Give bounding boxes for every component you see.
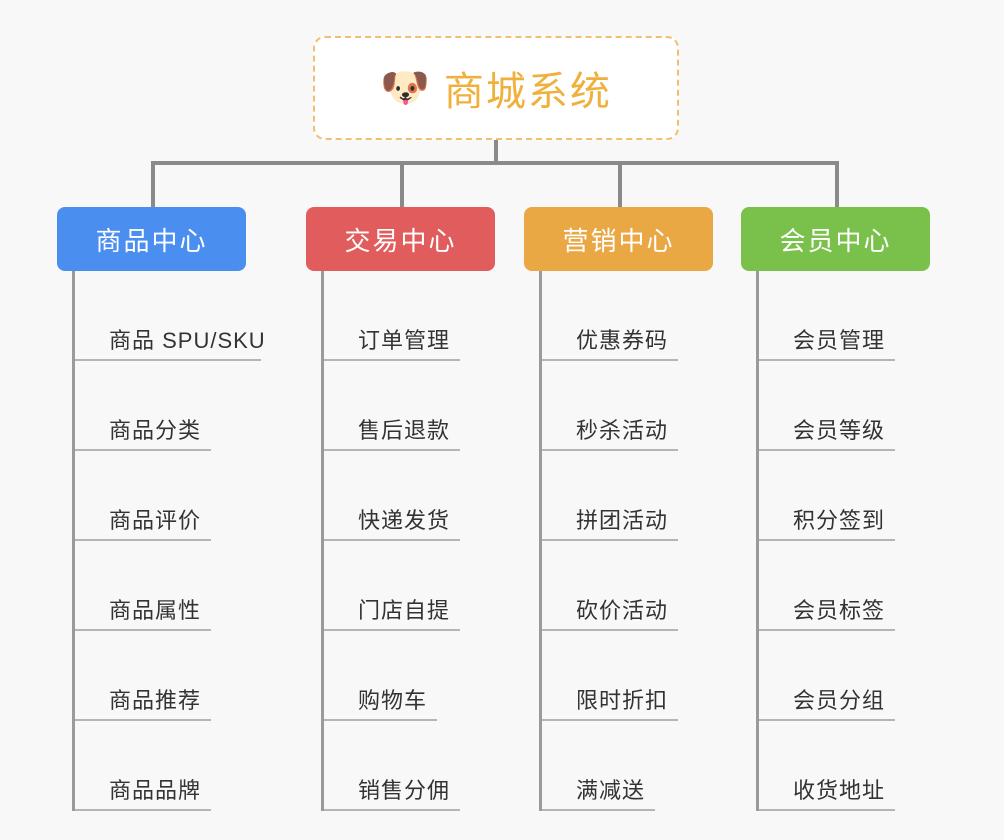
root-node-mall-system[interactable]: 🐶 商城系统 bbox=[313, 36, 679, 140]
leaf-item-label: 会员标签 bbox=[793, 598, 886, 623]
leaf-item-label: 拼团活动 bbox=[576, 508, 669, 533]
leaf-item-label: 会员等级 bbox=[793, 418, 886, 443]
leaf-item[interactable]: 会员管理 bbox=[759, 271, 930, 361]
leaf-item[interactable]: 商品分类 bbox=[75, 361, 266, 451]
leaf-item[interactable]: 销售分佣 bbox=[324, 721, 495, 811]
leaf-item-label: 商品分类 bbox=[109, 418, 202, 443]
category-box-product-center[interactable]: 商品中心 bbox=[57, 207, 246, 271]
leaf-underline bbox=[542, 629, 678, 631]
leaf-underline bbox=[542, 359, 678, 361]
column-marketing-center: 营销中心优惠券码秒杀活动拼团活动砍价活动限时折扣满减送 bbox=[524, 207, 713, 811]
leaf-underline bbox=[542, 809, 655, 811]
category-box-marketing-center[interactable]: 营销中心 bbox=[524, 207, 713, 271]
leaf-list-trade-center: 订单管理售后退款快递发货门店自提购物车销售分佣 bbox=[321, 271, 495, 811]
leaf-item[interactable]: 快递发货 bbox=[324, 451, 495, 541]
leaf-item[interactable]: 积分签到 bbox=[759, 451, 930, 541]
leaf-item[interactable]: 砍价活动 bbox=[542, 541, 713, 631]
leaf-item-label: 优惠券码 bbox=[576, 328, 669, 353]
leaf-underline bbox=[324, 539, 460, 541]
shiba-dog-face-icon: 🐶 bbox=[380, 66, 430, 110]
leaf-item-label: 商品 SPU/SKU bbox=[109, 328, 266, 353]
leaf-underline bbox=[324, 359, 460, 361]
leaf-underline bbox=[75, 359, 261, 361]
leaf-underline bbox=[759, 539, 895, 541]
leaf-item-label: 商品属性 bbox=[109, 598, 202, 623]
leaf-underline bbox=[759, 719, 895, 721]
leaf-item[interactable]: 限时折扣 bbox=[542, 631, 713, 721]
leaf-underline bbox=[759, 629, 895, 631]
column-member-center: 会员中心会员管理会员等级积分签到会员标签会员分组收货地址 bbox=[741, 207, 930, 811]
leaf-item-label: 销售分佣 bbox=[358, 778, 451, 803]
connector-root-stem bbox=[494, 140, 498, 163]
leaf-item-label: 购物车 bbox=[358, 688, 428, 713]
leaf-item-label: 商品评价 bbox=[109, 508, 202, 533]
leaf-list-member-center: 会员管理会员等级积分签到会员标签会员分组收货地址 bbox=[756, 271, 930, 811]
leaf-item-label: 快递发货 bbox=[358, 508, 451, 533]
leaf-item[interactable]: 商品 SPU/SKU bbox=[75, 271, 266, 361]
leaf-underline bbox=[542, 539, 678, 541]
leaf-item-label: 砍价活动 bbox=[576, 598, 669, 623]
leaf-item-label: 满减送 bbox=[576, 778, 646, 803]
leaf-underline bbox=[324, 629, 460, 631]
leaf-item[interactable]: 商品推荐 bbox=[75, 631, 266, 721]
category-title: 交易中心 bbox=[344, 225, 457, 256]
leaf-item[interactable]: 秒杀活动 bbox=[542, 361, 713, 451]
leaf-underline bbox=[324, 719, 437, 721]
leaf-item[interactable]: 优惠券码 bbox=[542, 271, 713, 361]
leaf-item[interactable]: 会员等级 bbox=[759, 361, 930, 451]
leaf-item[interactable]: 门店自提 bbox=[324, 541, 495, 631]
leaf-item[interactable]: 商品品牌 bbox=[75, 721, 266, 811]
leaf-item[interactable]: 满减送 bbox=[542, 721, 713, 811]
leaf-list-product-center: 商品 SPU/SKU 商品分类商品评价商品属性商品推荐商品品牌 bbox=[72, 271, 266, 811]
leaf-item[interactable]: 售后退款 bbox=[324, 361, 495, 451]
connector-drop-3 bbox=[618, 161, 622, 209]
leaf-underline bbox=[75, 449, 211, 451]
leaf-item-label: 商品品牌 bbox=[109, 778, 202, 803]
leaf-item-label: 门店自提 bbox=[358, 598, 451, 623]
leaf-item[interactable]: 商品属性 bbox=[75, 541, 266, 631]
connector-drop-2 bbox=[400, 161, 404, 209]
leaf-underline bbox=[759, 449, 895, 451]
category-box-member-center[interactable]: 会员中心 bbox=[741, 207, 930, 271]
leaf-item[interactable]: 购物车 bbox=[324, 631, 495, 721]
leaf-underline bbox=[324, 449, 460, 451]
leaf-item-label: 秒杀活动 bbox=[576, 418, 669, 443]
leaf-item[interactable]: 收货地址 bbox=[759, 721, 930, 811]
leaf-item[interactable]: 会员标签 bbox=[759, 541, 930, 631]
column-product-center: 商品中心商品 SPU/SKU 商品分类商品评价商品属性商品推荐商品品牌 bbox=[57, 207, 266, 811]
leaf-item-label: 限时折扣 bbox=[576, 688, 669, 713]
leaf-underline bbox=[542, 449, 678, 451]
connector-horizontal-bus bbox=[151, 161, 839, 165]
root-node-title: 商城系统 bbox=[443, 70, 612, 114]
leaf-item[interactable]: 拼团活动 bbox=[542, 451, 713, 541]
leaf-item[interactable]: 商品评价 bbox=[75, 451, 266, 541]
leaf-item-label: 订单管理 bbox=[358, 328, 451, 353]
leaf-underline bbox=[75, 629, 211, 631]
leaf-item-label: 积分签到 bbox=[793, 508, 886, 533]
leaf-item[interactable]: 订单管理 bbox=[324, 271, 495, 361]
leaf-item-label: 售后退款 bbox=[358, 418, 451, 443]
leaf-underline bbox=[542, 719, 678, 721]
leaf-underline bbox=[759, 809, 895, 811]
leaf-underline bbox=[75, 809, 211, 811]
leaf-underline bbox=[75, 719, 211, 721]
connector-drop-1 bbox=[151, 161, 155, 209]
column-trade-center: 交易中心订单管理售后退款快递发货门店自提购物车销售分佣 bbox=[306, 207, 495, 811]
leaf-list-marketing-center: 优惠券码秒杀活动拼团活动砍价活动限时折扣满减送 bbox=[539, 271, 713, 811]
leaf-item-label: 会员管理 bbox=[793, 328, 886, 353]
category-title: 营销中心 bbox=[562, 225, 675, 256]
leaf-item[interactable]: 会员分组 bbox=[759, 631, 930, 721]
category-title: 会员中心 bbox=[779, 225, 892, 256]
category-box-trade-center[interactable]: 交易中心 bbox=[306, 207, 495, 271]
leaf-item-label: 商品推荐 bbox=[109, 688, 202, 713]
leaf-item-label: 会员分组 bbox=[793, 688, 886, 713]
leaf-item-label: 收货地址 bbox=[793, 778, 886, 803]
leaf-underline bbox=[75, 539, 211, 541]
connector-drop-4 bbox=[835, 161, 839, 209]
leaf-underline bbox=[759, 359, 895, 361]
leaf-underline bbox=[324, 809, 460, 811]
category-title: 商品中心 bbox=[95, 225, 208, 256]
